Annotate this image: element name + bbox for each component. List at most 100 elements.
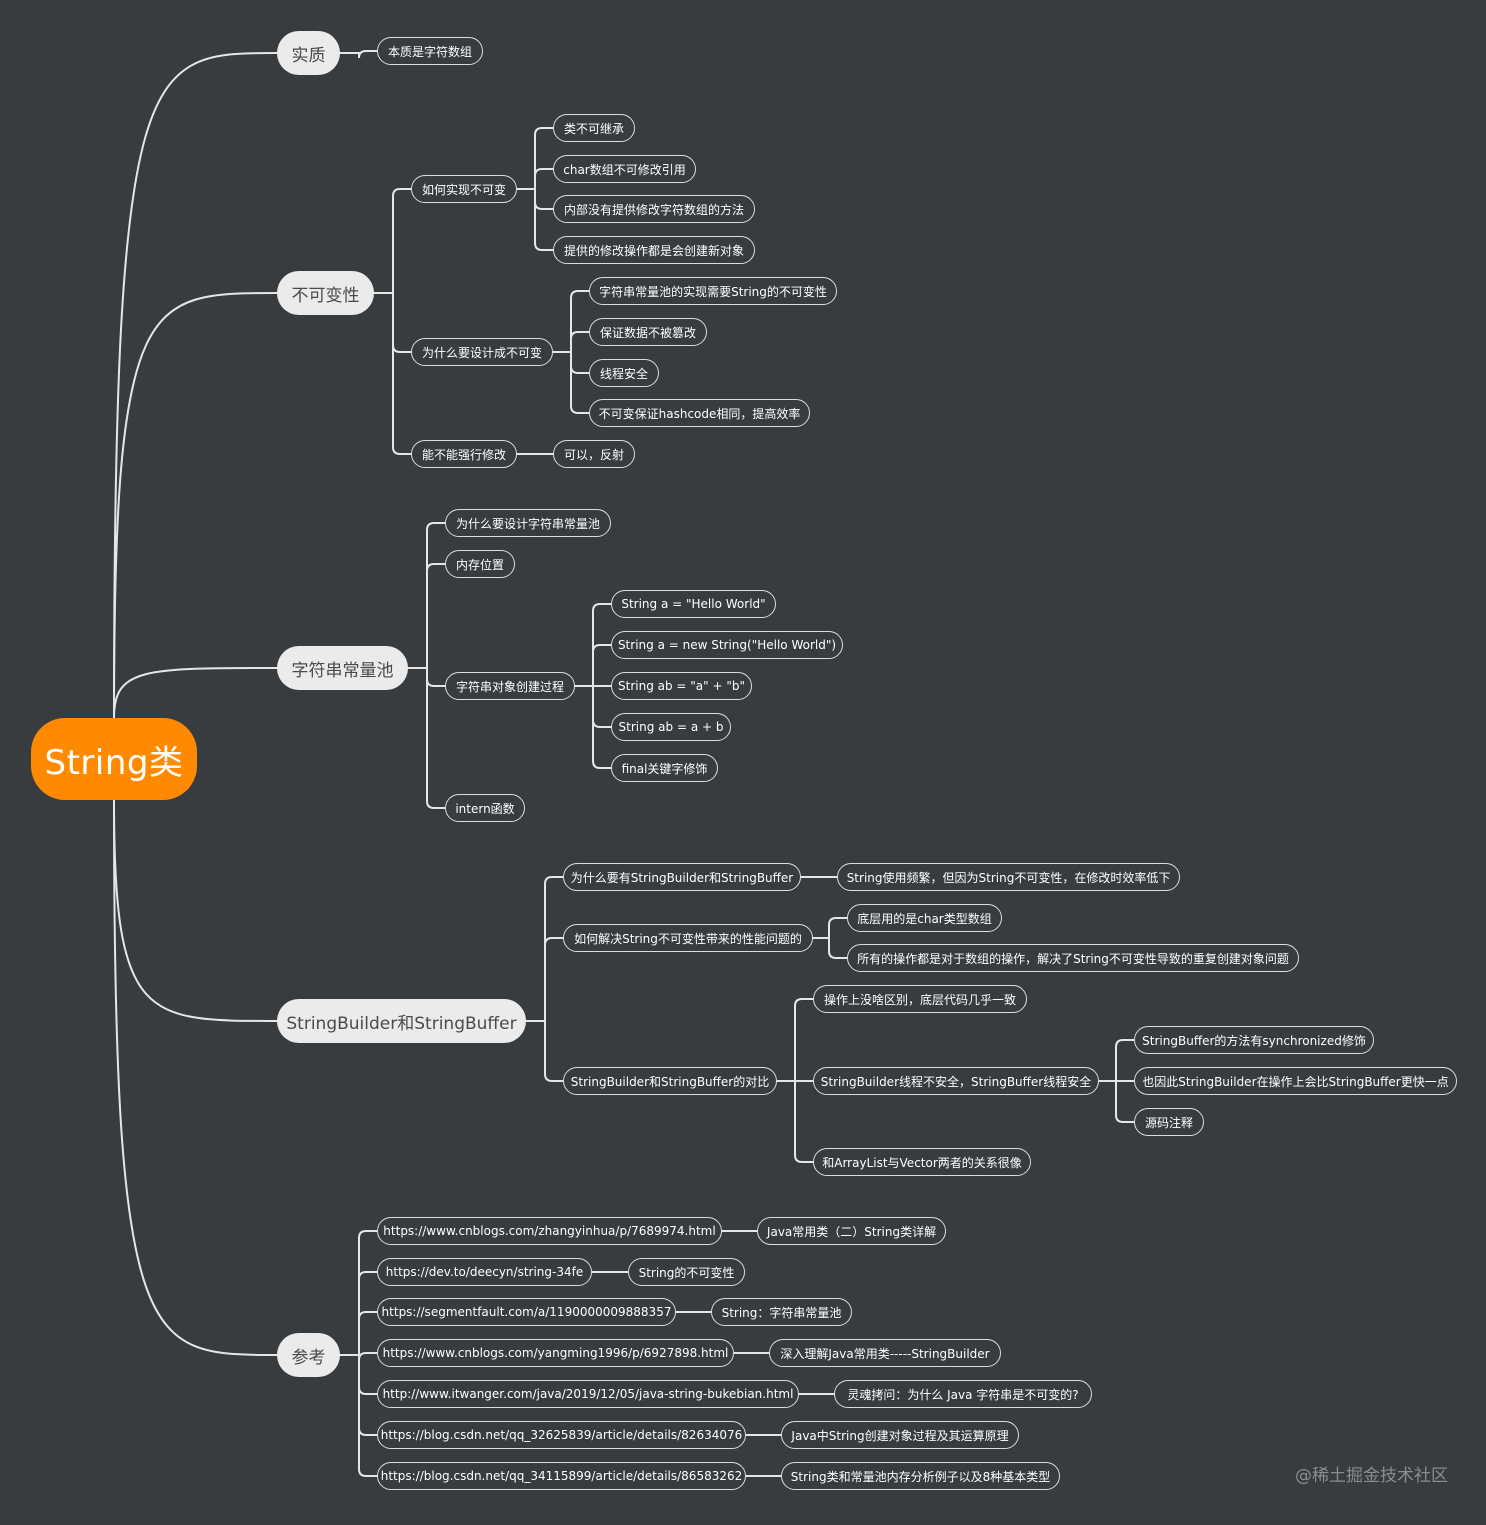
topic-final-node[interactable]: final关键字修饰 [611,754,718,782]
topic-hashcode-node[interactable]: 不可变保证hashcode相同，提高效率 [589,399,810,427]
topic-https-blog-csdn-net-qq-32625839-article--node[interactable]: https://blog.csdn.net/qq_32625839/articl… [377,1421,746,1449]
connector-line [113,799,278,1356]
topic-string-a-new-string-hello-world-node[interactable]: String a = new String("Hello World") [611,631,843,659]
topic-item-label: 源码注释 [1145,1115,1194,1130]
topic-item-node[interactable]: 字符串对象创建过程 [445,672,575,700]
topic-string-string-node[interactable]: String使用频繁，但因为String不可变性，在修改时效率低下 [837,863,1180,891]
topic-string-node[interactable]: 如何解决String不可变性带来的性能问题的 [563,924,813,952]
topic-stringbuilder-stringbuffer-node[interactable]: StringBuilder和StringBuffer的对比 [563,1067,777,1095]
topic-item-label: 为什么要设计成不可变 [422,345,543,360]
topic-https-www-cnblogs-com-yangming1996-p-692-node[interactable]: https://www.cnblogs.com/yangming1996/p/6… [377,1339,734,1367]
branch-stringbuilder-stringbuffer-label: StringBuilder和StringBuffer [286,1013,517,1034]
topic-java-string-node[interactable]: Java中String创建对象过程及其运算原理 [781,1421,1019,1449]
connector-line [1098,1080,1135,1123]
connector-line [373,292,412,455]
topic-arraylist-vector-node[interactable]: 和ArrayList与Vector两者的关系很像 [813,1148,1031,1176]
topic-string-label: String的不可变性 [638,1265,735,1280]
connector-line [407,522,446,669]
connector-line [812,937,848,959]
topic-item-node[interactable]: 内部没有提供修改字符数组的方法 [553,195,755,223]
topic-intern-label: intern函数 [455,801,515,816]
connector-line [574,685,612,769]
branch-item-node[interactable]: 不可变性 [277,271,374,315]
topic-item-node[interactable]: 类不可继承 [553,114,635,142]
connector-line [516,188,554,251]
topic-item-node[interactable]: 能不能强行修改 [411,440,517,468]
topic-java-string-label: Java中String创建对象过程及其运算原理 [791,1428,1009,1443]
topic-item-label: 线程安全 [600,366,649,381]
topic-item-label: 本质是字符数组 [388,44,473,59]
branch-item-node[interactable]: 参考 [277,1333,340,1377]
topic-item-node[interactable]: 保证数据不被篡改 [589,318,707,346]
topic-string-ab-a-b-node[interactable]: String ab = "a" + "b" [611,672,752,700]
topic-item-node[interactable]: 提供的修改操作都是会创建新对象 [553,236,755,264]
topic-string-string-label: String使用频繁，但因为String不可变性，在修改时效率低下 [846,870,1171,885]
topic-stringbuffer-synchronized-node[interactable]: StringBuffer的方法有synchronized修饰 [1134,1026,1374,1054]
branch-item-label: 字符串常量池 [291,660,394,681]
topic-item-node[interactable]: 为什么要设计字符串常量池 [445,509,611,537]
connector-line [339,1271,378,1356]
topic-item-node[interactable]: 为什么要设计成不可变 [411,338,553,366]
connector-line [373,188,412,294]
branch-item-node[interactable]: 字符串常量池 [277,646,408,690]
connector-line [339,1311,378,1356]
topic-item-node[interactable]: 源码注释 [1134,1108,1204,1136]
connector-line [516,127,554,190]
topic-java-string-node[interactable]: Java常用类（二）String类详解 [757,1217,946,1245]
watermark: @稀土掘金技术社区 [1295,1466,1448,1486]
branch-item-label: 实质 [291,45,326,66]
topic-https-segmentfault-com-a-119000000988835-node[interactable]: https://segmentfault.com/a/1190000009888… [377,1298,676,1326]
topic-item-label: 操作上没啥区别，底层代码几乎一致 [824,992,1017,1007]
topic-https-dev-to-deecyn-string-34fe-node[interactable]: https://dev.to/deecyn/string-34fe [377,1258,592,1286]
connector-line [776,998,814,1082]
topic-string-node[interactable]: 所有的操作都是对于数组的操作，解决了String不可变性导致的重复创建对象问题 [847,944,1299,972]
root-node-string-class[interactable]: String类 [31,718,197,800]
connector-line [113,799,278,1022]
topic-http-www-itwanger-com-java-2019-12-05-ja-label: http://www.itwanger.com/java/2019/12/05/… [382,1387,794,1401]
topic-stringbuilder-stringbuffer-node[interactable]: 也因此StringBuilder在操作上会比StringBuffer更快一点 [1134,1067,1457,1095]
topic-http-www-itwanger-com-java-2019-12-05-ja-node[interactable]: http://www.itwanger.com/java/2019/12/05/… [377,1380,799,1408]
topic-string-node[interactable]: 字符串常量池的实现需要String的不可变性 [589,277,837,305]
topic-string-label: 字符串常量池的实现需要String的不可变性 [599,284,827,299]
topic-char-label: char数组不可修改引用 [563,162,686,177]
topic-string-a-hello-world-node[interactable]: String a = "Hello World" [611,590,776,618]
topic-string-label: 如何解决String不可变性带来的性能问题的 [574,931,802,946]
topic-item-label: 为什么要设计字符串常量池 [456,516,601,531]
topic-java-stringbuilder-node[interactable]: 深入理解Java常用类-----StringBuilder [769,1339,1001,1367]
branch-stringbuilder-stringbuffer-node[interactable]: StringBuilder和StringBuffer [277,999,526,1043]
topic-item-label: 字符串对象创建过程 [456,679,565,694]
topic-char-node[interactable]: char数组不可修改引用 [553,155,696,183]
branch-item-node[interactable]: 实质 [277,31,340,75]
topic-string-node[interactable]: String：字符串常量池 [711,1298,852,1326]
topic-https-segmentfault-com-a-119000000988835-label: https://segmentfault.com/a/1190000009888… [381,1305,672,1319]
connector-line [574,603,612,687]
connector-line [339,1230,378,1356]
topic-java-node[interactable]: 灵魂拷问：为什么 Java 字符串是不可变的? [834,1380,1092,1408]
root-node-string-class-label: String类 [44,742,184,783]
topic-string-node[interactable]: String的不可变性 [628,1258,745,1286]
topic-item-label: 提供的修改操作都是会创建新对象 [564,243,745,258]
topic-item-node[interactable]: 内存位置 [445,550,515,578]
topic-hashcode-label: 不可变保证hashcode相同，提高效率 [598,406,801,421]
topic-item-node[interactable]: 操作上没啥区别，底层代码几乎一致 [813,985,1027,1013]
connector-line [776,1080,814,1163]
topic-https-blog-csdn-net-qq-32625839-article--label: https://blog.csdn.net/qq_32625839/articl… [380,1428,743,1442]
topic-item-node[interactable]: 线程安全 [589,359,659,387]
topic-item-label: 如何实现不可变 [422,182,507,197]
topic-item-node[interactable]: 可以，反射 [553,440,635,468]
topic-stringbuilder-stringbuffer-node[interactable]: StringBuilder线程不安全，StringBuffer线程安全 [813,1067,1099,1095]
topic-char-node[interactable]: 底层用的是char类型数组 [847,904,1002,932]
topic-stringbuilder-stringbuffer-label: 为什么要有StringBuilder和StringBuffer [570,870,794,885]
topic-https-www-cnblogs-com-zhangyinhua-p-7689-node[interactable]: https://www.cnblogs.com/zhangyinhua/p/76… [377,1217,722,1245]
topic-item-node[interactable]: 本质是字符数组 [377,37,483,65]
topic-string-8-node[interactable]: String类和常量池内存分析例子以及8种基本类型 [781,1462,1060,1490]
topic-string-ab-a-b-node[interactable]: String ab = a + b [611,713,731,741]
connector-line [525,1020,564,1082]
topic-https-blog-csdn-net-qq-34115899-article--node[interactable]: https://blog.csdn.net/qq_34115899/articl… [377,1462,746,1490]
topic-intern-node[interactable]: intern函数 [445,794,525,822]
topic-string-a-new-string-hello-world-label: String a = new String("Hello World") [617,638,837,652]
topic-https-www-cnblogs-com-zhangyinhua-p-7689-label: https://www.cnblogs.com/zhangyinhua/p/76… [383,1224,716,1238]
topic-stringbuilder-stringbuffer-node[interactable]: 为什么要有StringBuilder和StringBuffer [563,863,801,891]
topic-item-node[interactable]: 如何实现不可变 [411,175,517,203]
